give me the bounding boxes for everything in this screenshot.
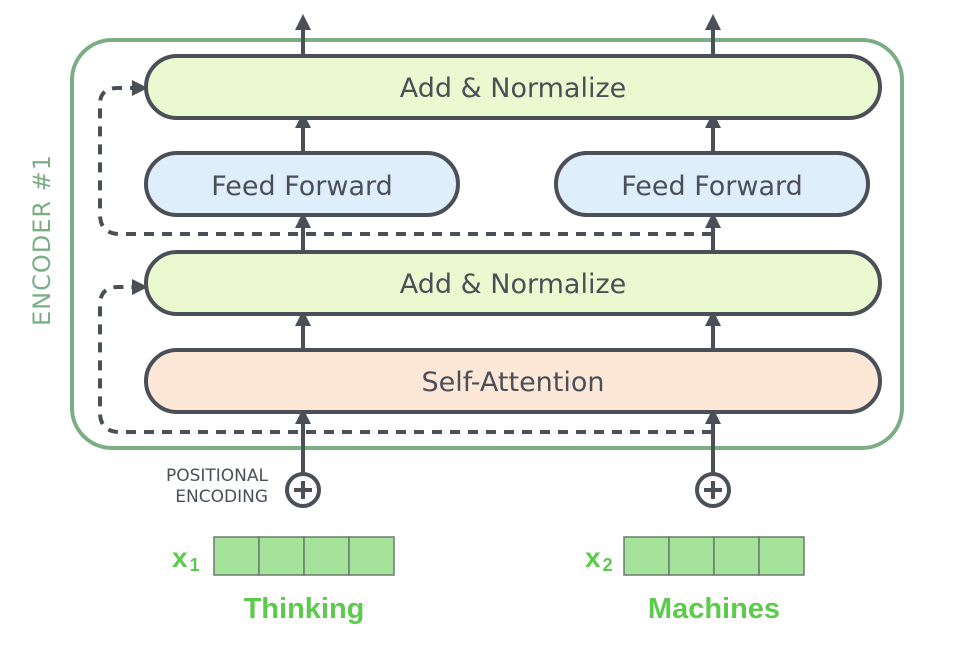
vector-cell	[623, 536, 670, 576]
vector-cell	[713, 536, 760, 576]
feed-forward-right-box	[554, 151, 870, 217]
positional-encoding-line1: POSITIONAL	[166, 466, 269, 486]
feed-forward-left-label: Feed Forward	[211, 171, 393, 202]
feed-forward-left-box	[144, 151, 460, 217]
vector-cell	[348, 536, 395, 576]
flow-arrows	[295, 14, 721, 475]
self-attention-box	[144, 348, 882, 414]
input-word-thinking: Thinking	[244, 593, 365, 625]
plus-circle-icon	[695, 472, 731, 508]
feed-forward-right-label: Feed Forward	[621, 171, 803, 202]
input-word-machines: Machines	[648, 593, 780, 625]
residual-path-top	[98, 80, 712, 236]
positional-encoding-line2: ENCODING	[175, 487, 268, 507]
plus-circle-icon	[285, 472, 321, 508]
add-normalize-top-box	[144, 54, 882, 120]
add-normalize-bottom-box	[144, 250, 882, 316]
vector-cell	[213, 536, 260, 576]
self-attention-label: Self-Attention	[421, 367, 604, 398]
encoder-frame	[70, 38, 904, 450]
add-normalize-top-label: Add & Normalize	[400, 73, 626, 104]
vector-cell	[758, 536, 805, 576]
vector-cell	[303, 536, 350, 576]
vector-cell	[258, 536, 305, 576]
residual-path-bottom	[98, 279, 712, 434]
vector-cell	[668, 536, 715, 576]
encoder-label: ENCODER #1	[28, 154, 56, 326]
add-normalize-bottom-label: Add & Normalize	[400, 269, 626, 300]
